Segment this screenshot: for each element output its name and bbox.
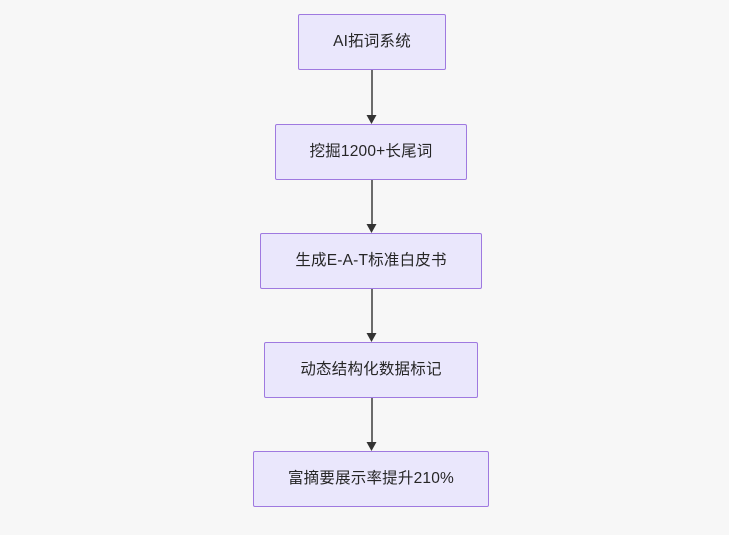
arrowhead-icon: [366, 333, 377, 342]
flow-node-rich-snippet-uplift[interactable]: 富摘要展示率提升210%: [253, 451, 489, 507]
flow-node-ai-keyword-system[interactable]: AI拓词系统: [298, 14, 446, 70]
arrowhead-icon: [366, 442, 377, 451]
flow-node-label: 生成E-A-T标准白皮书: [295, 251, 447, 269]
flow-node-structured-data-markup[interactable]: 动态结构化数据标记: [264, 342, 478, 398]
edge-line: [371, 289, 373, 334]
flow-node-longtail-keywords[interactable]: 挖掘1200+长尾词: [275, 124, 467, 180]
flow-node-eat-whitepaper[interactable]: 生成E-A-T标准白皮书: [260, 233, 482, 289]
flow-node-label: 动态结构化数据标记: [300, 360, 442, 378]
edge-line: [371, 180, 373, 225]
flow-node-label: AI拓词系统: [333, 32, 411, 50]
edge-line: [371, 70, 373, 116]
arrowhead-icon: [366, 224, 377, 233]
flow-node-label: 富摘要展示率提升210%: [287, 469, 455, 487]
edge-line: [371, 398, 373, 443]
flow-node-label: 挖掘1200+长尾词: [309, 142, 433, 160]
arrowhead-icon: [366, 115, 377, 124]
